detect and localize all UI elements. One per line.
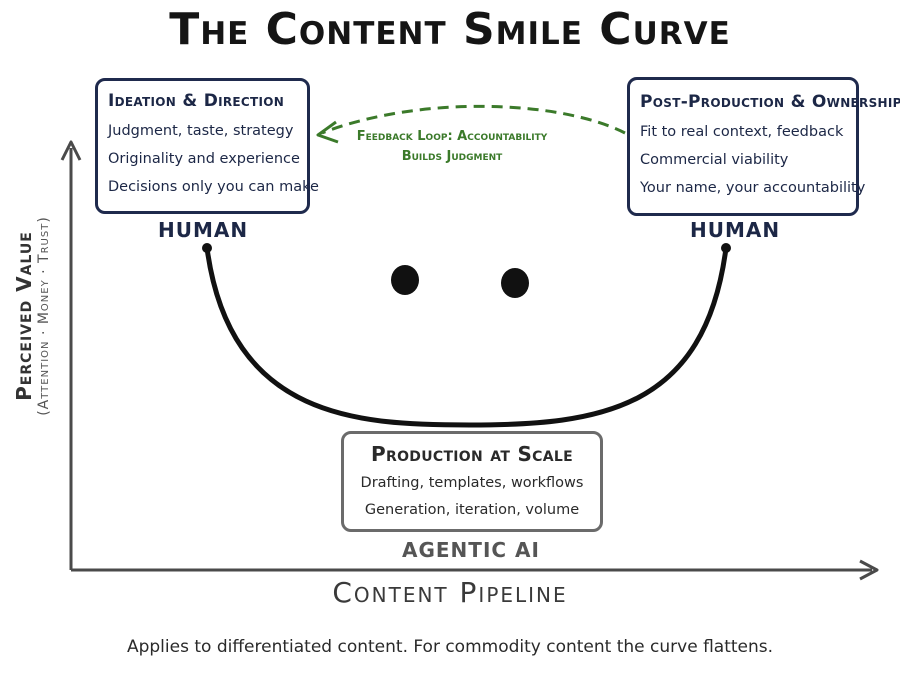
left-eye	[391, 265, 419, 295]
production-heading: Production at Scale	[371, 442, 573, 466]
post-production-box: Post-Production & Ownership Fit to real …	[627, 77, 900, 216]
ideation-heading: Ideation & Direction	[108, 91, 285, 111]
y-axis-title: Perceived Value	[12, 231, 36, 401]
ideation-box: Ideation & Direction Judgment, taste, st…	[95, 78, 319, 214]
post-production-line: Your name, your accountability	[640, 180, 866, 196]
production-box: Production at Scale Drafting, templates,…	[341, 431, 603, 532]
feedback-loop-label: Feedback Loop: Accountability Builds Jud…	[352, 127, 552, 167]
smile-curve	[204, 245, 729, 428]
right-eye	[501, 268, 529, 298]
curve-left-end-dot	[202, 243, 212, 253]
y-axis-subtitle: (Attention · Money · Trust)	[36, 216, 52, 416]
bottom-role-label: AGENTIC AI	[402, 538, 540, 562]
ideation-line: Decisions only you can make	[108, 179, 319, 195]
diagram-title: The Content Smile Curve	[169, 4, 731, 55]
post-production-heading: Post-Production & Ownership	[640, 92, 900, 112]
footnote: Applies to differentiated content. For c…	[126, 637, 774, 657]
post-production-line: Fit to real context, feedback	[640, 124, 844, 140]
curve-right-end-dot	[721, 243, 731, 253]
feedback-loop-line-2: Builds Judgment	[401, 149, 503, 164]
x-axis-label: Content Pipeline	[332, 576, 568, 609]
production-line: Generation, iteration, volume	[364, 502, 580, 518]
x-axis-arrowhead	[859, 559, 879, 581]
left-role-label: HUMAN	[158, 218, 249, 242]
y-axis-arrowhead	[60, 140, 82, 161]
ideation-line: Judgment, taste, strategy	[108, 123, 294, 139]
production-line: Drafting, templates, workflows	[360, 475, 584, 491]
post-production-line: Commercial viability	[640, 152, 789, 168]
feedback-loop-line-1: Feedback Loop: Accountability	[356, 129, 548, 144]
feedback-loop-arrowhead	[316, 120, 339, 144]
ideation-line: Originality and experience	[108, 151, 300, 167]
right-role-label: HUMAN	[690, 218, 781, 242]
